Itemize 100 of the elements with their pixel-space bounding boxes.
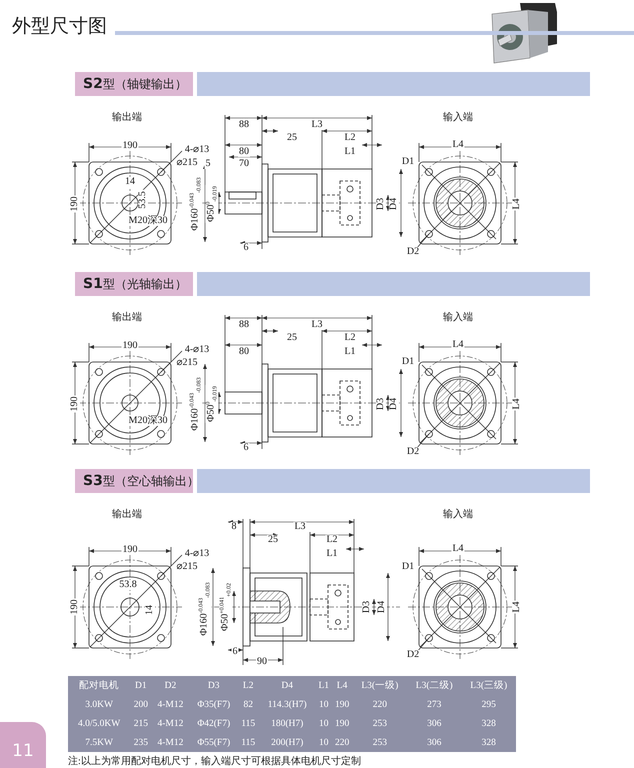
footnote: 注:以上为常用配对电机尺寸，输入端尺寸可根据具体电机尺寸定制 xyxy=(68,754,361,768)
table-cell: 115 xyxy=(238,733,258,752)
dimension-label: D3 xyxy=(376,396,386,412)
table-cell: 190 xyxy=(332,714,353,733)
table-header-cell: L1 xyxy=(316,676,332,695)
dimension-label: ⌀215 xyxy=(176,358,198,368)
dimension-label: L2 xyxy=(343,133,357,143)
table-header-cell: L4 xyxy=(332,676,353,695)
table-header-cell: L3(二级) xyxy=(407,676,462,695)
section-heading: S3型（空心轴输出） xyxy=(75,469,590,493)
view-label: 输入端 xyxy=(442,510,474,520)
view-label: 输出端 xyxy=(111,510,143,520)
table-cell: 235 xyxy=(130,733,152,752)
dimension-label: D4 xyxy=(377,600,387,614)
dimension-label: D4 xyxy=(389,396,399,412)
table-cell: 4-M12 xyxy=(151,695,190,714)
dimension-label: D2 xyxy=(406,650,420,660)
dimension-label: L4 xyxy=(451,544,465,554)
view-label: 输出端 xyxy=(111,313,143,323)
dimension-label: L3 xyxy=(310,320,324,330)
dimension-label: 88 xyxy=(238,320,250,330)
table-header-cell: D4 xyxy=(258,676,316,695)
dimension-label: 70 xyxy=(238,159,250,169)
dimension-label: 4-⌀13 xyxy=(184,145,210,155)
table-cell: 10 xyxy=(316,714,332,733)
dimension-label: 6 xyxy=(242,443,250,453)
table-header-cell: L3(一级) xyxy=(352,676,408,695)
table-cell: 200 xyxy=(130,695,152,714)
dimension-label: L3 xyxy=(310,120,324,130)
table-cell: 10 xyxy=(316,733,332,752)
table-cell: 295 xyxy=(461,695,516,714)
table-cell: 220 xyxy=(352,695,408,714)
dimension-label: 6 xyxy=(242,243,250,253)
table-cell: 3.0KW xyxy=(68,695,130,714)
table-cell: 215 xyxy=(130,714,152,733)
dimension-label: 14 xyxy=(145,604,155,616)
table-cell: 7.5KW xyxy=(68,733,130,752)
dimension-label: D3 xyxy=(376,196,386,212)
dimension-label: 190 xyxy=(70,396,80,412)
dimension-label: 6 xyxy=(232,647,238,657)
section-heading: S2型（轴键输出） xyxy=(75,72,590,96)
view-label: 输入端 xyxy=(442,113,474,123)
dimension-label: 25 xyxy=(267,535,279,545)
table-cell: 4.0/5.0KW xyxy=(68,714,130,733)
table-cell: 200(H7) xyxy=(258,733,316,752)
dimension-label: D1 xyxy=(400,357,416,367)
table-cell: 306 xyxy=(407,714,462,733)
table-cell: 306 xyxy=(407,733,462,752)
table-cell: 4-M12 xyxy=(151,733,190,752)
page-title: 外型尺寸图 xyxy=(12,14,107,38)
page-number: 11 xyxy=(0,722,46,768)
dimension-label: 5 xyxy=(204,159,212,169)
table-cell: 82 xyxy=(238,695,258,714)
dimension-label: 190 xyxy=(122,545,138,555)
dimension-label: D2 xyxy=(406,447,420,457)
dimension-label: L4 xyxy=(512,397,522,411)
view-label: 输出端 xyxy=(111,113,143,123)
table-cell: 328 xyxy=(461,733,516,752)
table-cell: 253 xyxy=(352,714,408,733)
dimension-label: 90 xyxy=(256,657,268,667)
table-header-cell: L3(三级) xyxy=(461,676,516,695)
dimension-label: L4 xyxy=(451,340,465,350)
dimension-label: L2 xyxy=(343,333,357,343)
dimension-label: 190 xyxy=(122,141,138,151)
table-cell: Φ35(F7) xyxy=(190,695,238,714)
dimension-label: 190 xyxy=(122,341,138,351)
dimension-label: L1 xyxy=(325,549,339,559)
table-cell: 10 xyxy=(316,695,332,714)
dimension-label: 80 xyxy=(238,347,250,357)
table-cell: 273 xyxy=(407,695,462,714)
table-header-cell: D1 xyxy=(130,676,152,695)
dimension-label: D4 xyxy=(389,196,399,212)
dimension-label: 4-⌀13 xyxy=(184,549,210,559)
table-cell: 4-M12 xyxy=(151,714,190,733)
dimension-label: M20深30 xyxy=(128,216,168,226)
dimension-label: 190 xyxy=(70,598,80,616)
dimension-label: D3 xyxy=(362,600,372,614)
dimension-label: L1 xyxy=(343,347,357,357)
dimension-label: 14 xyxy=(124,177,136,187)
dimension-label: 8 xyxy=(230,522,238,532)
dimension-label: M20深30 xyxy=(128,416,168,426)
dimension-label: D1 xyxy=(400,562,416,572)
dimension-label: ⌀215 xyxy=(176,158,198,168)
table-cell: 180(H7) xyxy=(258,714,316,733)
table-cell: Φ55(F7) xyxy=(190,733,238,752)
view-label: 输入端 xyxy=(442,313,474,323)
section-heading: S1型（光轴输出） xyxy=(75,272,590,296)
dimension-label: 25 xyxy=(286,133,298,143)
dimension-label: ⌀215 xyxy=(176,562,198,572)
table-header-cell: D3 xyxy=(190,676,238,695)
dimension-label: L4 xyxy=(451,140,465,150)
table-header-cell: D2 xyxy=(151,676,190,695)
dimension-label: D1 xyxy=(400,157,416,167)
table-cell: 220 xyxy=(332,733,353,752)
dimension-label: 88 xyxy=(238,120,250,130)
table-cell: 114.3(H7) xyxy=(258,695,316,714)
table-cell: 190 xyxy=(332,695,353,714)
dimension-label: L1 xyxy=(343,147,357,157)
dimension-label: 190 xyxy=(70,196,80,212)
dimension-label: L4 xyxy=(512,600,522,614)
